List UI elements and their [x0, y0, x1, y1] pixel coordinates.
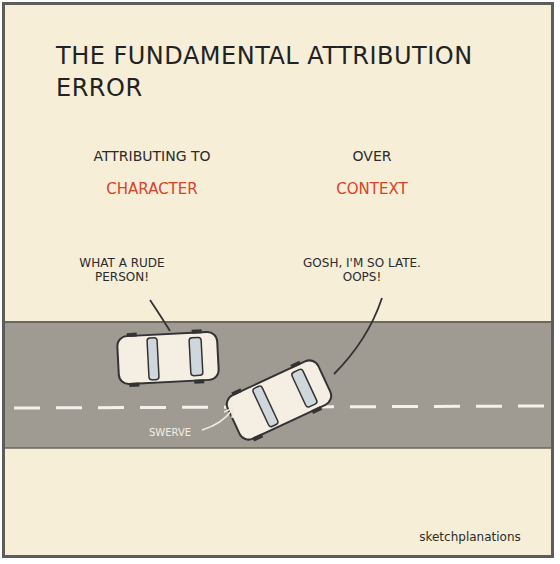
speech-line — [334, 298, 382, 374]
road-edge — [5, 321, 551, 323]
car-left — [117, 328, 220, 387]
emphasis-label: CHARACTER — [52, 180, 252, 198]
emphasis-label: CONTEXT — [272, 180, 472, 198]
speech-text: WHAT A RUDE PERSON! — [57, 256, 187, 285]
speech-text: GOSH, I'M SO LATE. OOPS! — [287, 256, 437, 285]
action-label: SWERVE — [135, 427, 205, 439]
road-edge — [5, 447, 551, 449]
car-swerving — [222, 354, 335, 445]
heading-label: OVER — [272, 148, 472, 165]
heading-label: ATTRIBUTING TO — [52, 148, 252, 165]
watermark: sketchplanations — [405, 530, 535, 544]
swerve-arrow — [202, 410, 232, 430]
speech-line — [150, 300, 170, 331]
title: THE FUNDAMENTAL ATTRIBUTION ERROR — [56, 40, 496, 105]
swerve-arrowhead — [224, 408, 233, 418]
road — [5, 322, 551, 448]
